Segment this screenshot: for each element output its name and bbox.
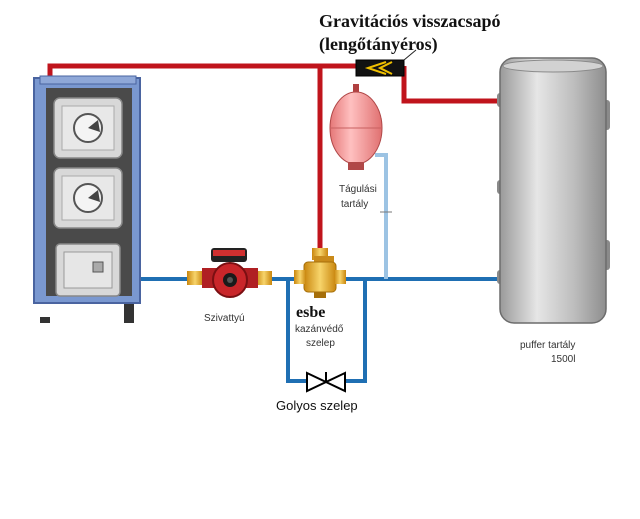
ball-valve-label: Golyos szelep: [276, 398, 358, 413]
expansion-tank-label-line-1: Tágulási: [339, 184, 377, 195]
title-line-1: Gravitációs visszacsapó: [319, 11, 501, 31]
expansion-tank-pipe: [375, 153, 388, 279]
expansion-tank-label-line-2: tartály: [341, 199, 369, 210]
hot-supply-pipe: [47, 63, 500, 258]
puffer-tank-label-line-1: puffer tartály: [520, 340, 576, 351]
valve-label-line-2: szelep: [306, 338, 335, 349]
expansion-tank: [329, 84, 383, 170]
boiler: [33, 75, 141, 323]
check-valve: [355, 49, 417, 77]
ball-valve: [306, 371, 346, 393]
puffer-tank-label-line-2: 1500l: [551, 354, 576, 365]
valve-label-line-1: kazánvédő: [295, 324, 344, 335]
esbe-label: esbe: [296, 304, 326, 321]
circulation-pump: [187, 248, 272, 298]
esbe-valve: [294, 248, 346, 298]
puffer-tank: [497, 57, 610, 324]
title-line-2: (lengőtányéros): [319, 34, 438, 54]
pump-label: Szivattyú: [204, 313, 245, 324]
